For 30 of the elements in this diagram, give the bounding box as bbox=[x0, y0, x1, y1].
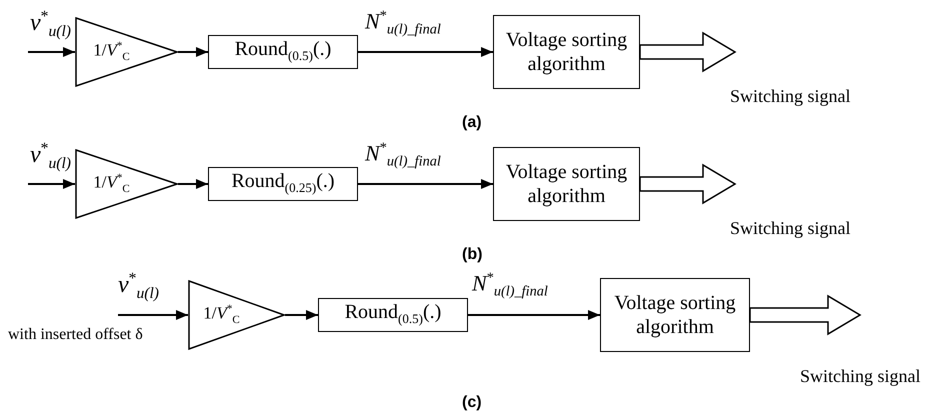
process-box bbox=[600, 278, 750, 352]
arrow bbox=[178, 179, 208, 189]
gain-triangle bbox=[188, 280, 285, 350]
arrow bbox=[358, 47, 493, 57]
panel-label: (c) bbox=[462, 394, 482, 412]
arrow bbox=[358, 179, 493, 189]
block-label: Round$_{(0.25)}$(.) bbox=[231, 168, 335, 196]
arrow bbox=[178, 47, 208, 57]
block-arrow bbox=[639, 164, 736, 204]
process-box bbox=[208, 167, 358, 201]
block-label: Round$_{(0.5)}$(.) bbox=[234, 36, 332, 65]
block-arrow bbox=[749, 294, 862, 336]
block-label: Voltage sorting algorithm bbox=[504, 28, 628, 76]
arrow bbox=[28, 47, 75, 57]
panel-label: (a) bbox=[462, 114, 482, 132]
gain-triangle bbox=[75, 17, 178, 87]
panel-label: (b) bbox=[462, 246, 482, 264]
block-label: Voltage sorting algorithm bbox=[504, 160, 628, 208]
block-label: Voltage sorting algorithm bbox=[613, 291, 737, 339]
arrow bbox=[118, 310, 188, 320]
gain-triangle bbox=[75, 149, 178, 219]
arrow bbox=[285, 310, 318, 320]
process-box bbox=[318, 298, 468, 332]
arrow bbox=[468, 310, 600, 320]
process-box bbox=[493, 147, 640, 221]
block-label: Round$_{(0.5)}$(.) bbox=[344, 300, 442, 328]
block-arrow bbox=[639, 32, 736, 72]
process-box bbox=[493, 15, 640, 89]
arrow bbox=[28, 179, 75, 189]
process-box bbox=[208, 35, 358, 69]
